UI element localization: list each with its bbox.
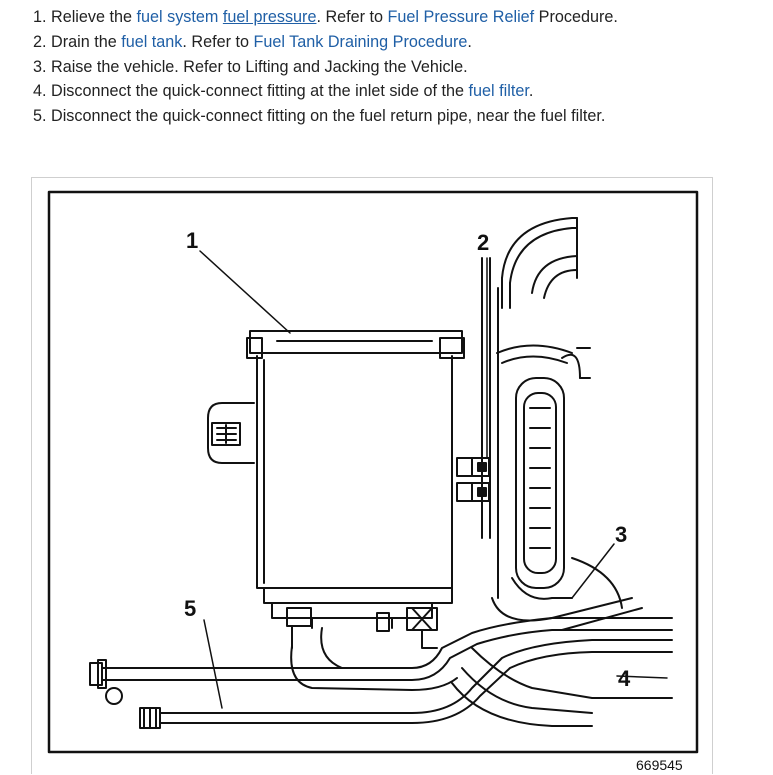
- step-text: Disconnect the quick-connect fitting at …: [51, 82, 469, 101]
- step-item: 2. Drain the fuel tank. Refer to Fuel Ta…: [33, 30, 618, 55]
- fuel-lines: [89, 597, 673, 729]
- illustration-drawing: 1 2 3 4 5 669545: [47, 190, 699, 773]
- step-text: Procedure.: [534, 8, 618, 26]
- step-link[interactable]: fuel pressure: [222, 8, 317, 26]
- step-item: 4. Disconnect the quick-connect fitting …: [33, 79, 618, 104]
- step-link[interactable]: fuel system: [136, 8, 219, 26]
- callout-2: 2: [477, 230, 489, 255]
- callout-1: 1: [186, 228, 198, 253]
- step-number: 4.: [33, 82, 47, 101]
- step-number: 5.: [33, 107, 47, 126]
- callout-4: 4: [618, 666, 631, 691]
- step-text: Raise the vehicle. Refer to Lifting and …: [51, 57, 468, 76]
- step-link[interactable]: Fuel Pressure Relief: [387, 8, 535, 26]
- callout-3: 3: [615, 522, 627, 547]
- drawing-border: [47, 190, 699, 754]
- figure-id: 669545: [636, 757, 683, 773]
- step-number: 3.: [33, 57, 47, 76]
- step-text: . Refer to: [316, 8, 388, 26]
- fuel-filter-illustration: 1 2 3 4 5 669545: [31, 177, 713, 774]
- fuel-filter: [207, 330, 490, 649]
- step-text: .: [467, 32, 472, 51]
- step-link[interactable]: fuel tank: [121, 32, 183, 51]
- step-text: . Refer to: [182, 32, 254, 51]
- step-number: 1.: [33, 8, 47, 26]
- callout-leaders: [199, 250, 668, 709]
- step-text: .: [528, 82, 534, 101]
- step-link[interactable]: Fuel Tank Draining Procedure: [253, 32, 468, 51]
- step-text: Drain the: [51, 32, 122, 51]
- procedure-steps: 1. Relieve the fuel system fuel pressure…: [33, 5, 618, 129]
- fuel-tank-bracket: [481, 217, 623, 622]
- step-item: 5. Disconnect the quick-connect fitting …: [33, 104, 618, 129]
- callout-5: 5: [184, 596, 196, 621]
- step-item: 1. Relieve the fuel system fuel pressure…: [33, 5, 618, 30]
- step-number: 2.: [33, 32, 47, 51]
- step-link[interactable]: fuel filter: [468, 82, 529, 101]
- step-item: 3. Raise the vehicle. Refer to Lifting a…: [33, 55, 618, 80]
- step-text: Disconnect the quick-connect fitting on …: [51, 107, 606, 126]
- step-text: Relieve the: [51, 8, 137, 26]
